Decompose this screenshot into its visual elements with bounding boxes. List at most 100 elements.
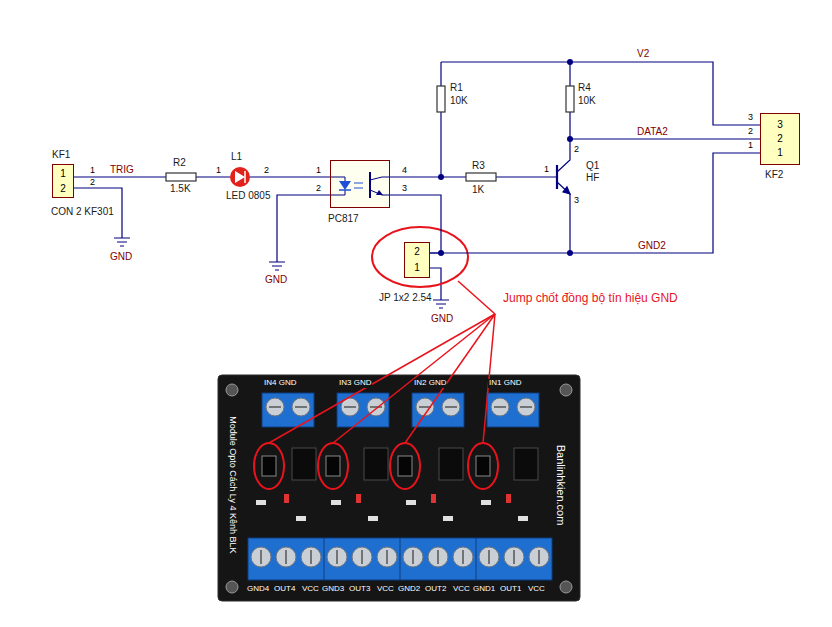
opto-module-board xyxy=(218,375,580,601)
resistor-symbol xyxy=(466,173,496,181)
jumper-header xyxy=(326,456,340,476)
wire xyxy=(74,176,166,177)
smd-component xyxy=(331,500,341,505)
highlight-circle xyxy=(372,227,468,287)
terminal-label: VCC xyxy=(528,585,545,594)
pin-number: 1 xyxy=(216,166,221,176)
connector-box: KF112CON 2 KF301 xyxy=(52,164,74,198)
net-label: TRIG xyxy=(110,164,134,175)
terminal-label: GND3 xyxy=(322,585,344,594)
leader-line xyxy=(458,281,495,314)
pin-number: 2 xyxy=(574,145,579,155)
wire xyxy=(557,112,570,172)
optocoupler-chip xyxy=(292,448,316,480)
leader-line xyxy=(269,281,495,443)
resistor-symbol xyxy=(566,86,574,112)
optocoupler-symbol xyxy=(339,181,351,190)
screw-slot xyxy=(269,406,532,408)
pin-number: 2 xyxy=(748,127,753,137)
opto-module-board xyxy=(226,384,238,396)
terminal-label: VCC xyxy=(453,585,470,594)
wire xyxy=(196,176,230,177)
part-value: LED 0805 xyxy=(226,190,270,201)
terminal-label: GND4 xyxy=(247,585,269,594)
jumper-header xyxy=(262,456,490,476)
designator: Q1 xyxy=(586,160,599,171)
pin-number: 3 xyxy=(761,119,799,130)
power-label: GND xyxy=(431,313,453,324)
terminal-label: OUT3 xyxy=(349,585,370,594)
junction-dot xyxy=(438,59,573,256)
smd-component xyxy=(431,494,436,503)
wire xyxy=(74,62,760,300)
designator: R3 xyxy=(472,160,485,171)
terminal-label: GND2 xyxy=(398,585,420,594)
wire xyxy=(277,195,330,262)
highlight-circle xyxy=(390,443,420,489)
net-label: V2 xyxy=(637,48,649,59)
transistor-symbol xyxy=(556,165,558,189)
smd-component xyxy=(296,516,306,521)
wire-connector xyxy=(430,153,760,253)
wire xyxy=(496,176,557,177)
designator: R1 xyxy=(450,82,463,93)
optocoupler-symbol xyxy=(330,160,390,208)
part-value: CON 2 KF301 xyxy=(51,206,114,217)
power-label: GND xyxy=(110,251,132,262)
opto-module-board xyxy=(560,581,572,593)
terminal-label: OUT4 xyxy=(274,585,295,594)
pin-number: 1 xyxy=(544,165,549,175)
terminal-label: GND1 xyxy=(473,585,495,594)
screw-slot xyxy=(261,550,539,564)
annotation-note: Jump chốt đồng bộ tín hiệu GND xyxy=(503,292,678,305)
resistor-symbol xyxy=(166,173,196,181)
terminal-screw xyxy=(251,398,549,567)
pin-number: 2 xyxy=(264,166,269,176)
net-label: DATA2 xyxy=(637,126,668,137)
pin-number: 2 xyxy=(90,178,95,188)
pin-number: 3 xyxy=(402,184,407,194)
pin-number: 1 xyxy=(405,262,429,273)
wire xyxy=(441,62,760,125)
highlight-circle xyxy=(254,443,284,489)
smd-component xyxy=(284,494,289,503)
smd-component xyxy=(443,516,453,521)
led-symbol xyxy=(244,171,246,183)
terminal-block xyxy=(324,538,476,580)
part-value: JP 1x2 2.54 xyxy=(379,292,432,303)
opto-module-board xyxy=(226,581,238,593)
designator: R4 xyxy=(578,82,591,93)
pin-number: 1 xyxy=(316,166,321,176)
leader-line xyxy=(333,314,495,443)
part-value: 1.5K xyxy=(170,183,191,194)
wire xyxy=(250,176,330,177)
opto-module-board xyxy=(560,384,572,396)
power-label: GND xyxy=(265,274,287,285)
ground-symbol xyxy=(114,238,130,246)
wire xyxy=(440,112,441,177)
board-silkscreen: Banlinhkien.com xyxy=(555,445,567,526)
terminal-block xyxy=(337,393,389,427)
highlight-circle xyxy=(468,443,498,489)
highlight-circle xyxy=(254,443,498,489)
junction-dot xyxy=(438,174,444,180)
jumper-box: 21JP 1x2 2.54 xyxy=(404,242,430,278)
pin-number: 2 xyxy=(316,184,321,194)
led-symbol xyxy=(230,167,250,187)
smd-component xyxy=(256,500,266,505)
optocoupler-chip xyxy=(364,448,388,480)
leader-line xyxy=(405,314,495,443)
jumper-header xyxy=(262,456,276,476)
terminal-label: IN4 GND xyxy=(263,379,297,388)
part-value: HF xyxy=(586,172,599,183)
net-label: GND2 xyxy=(637,240,667,251)
junction-dot xyxy=(567,136,573,142)
smd-component xyxy=(256,494,528,521)
pin-number: 1 xyxy=(761,147,799,158)
smd-component xyxy=(368,516,378,521)
pin-number: 2 xyxy=(405,246,429,257)
terminal-block xyxy=(248,393,552,580)
